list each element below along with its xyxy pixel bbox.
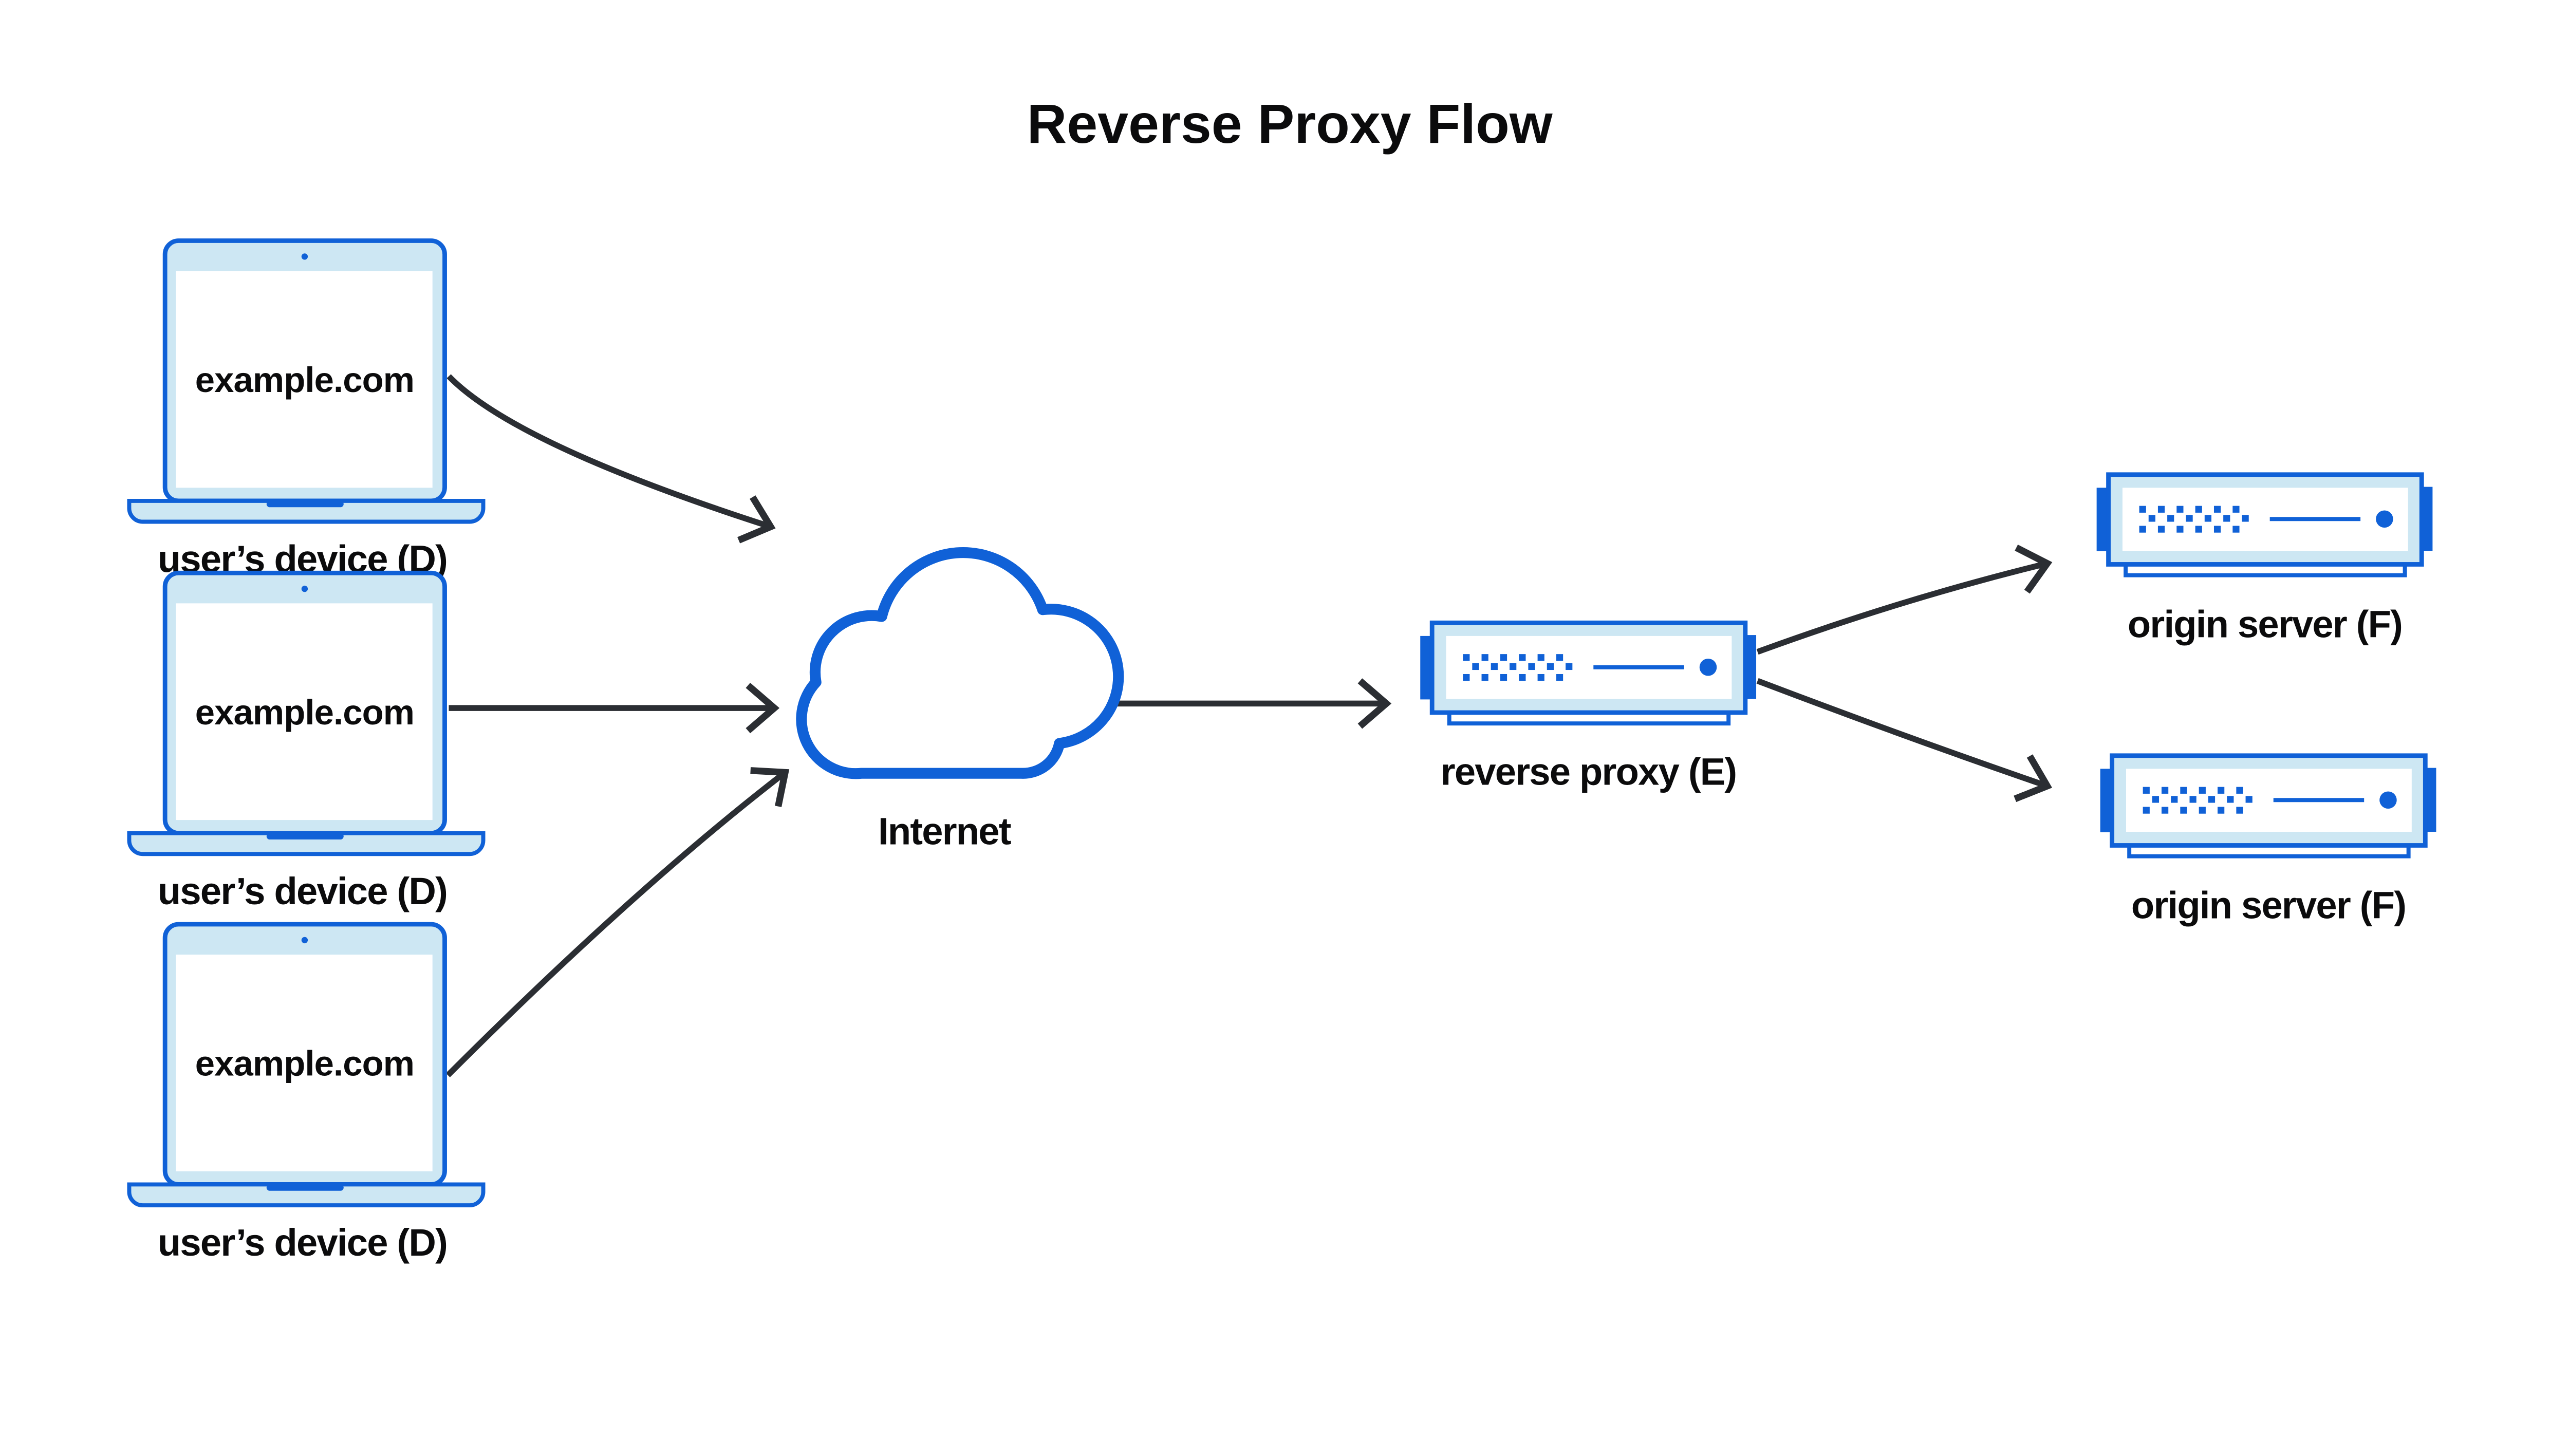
server-icon	[2097, 475, 2433, 575]
device-screen-text: example.com	[195, 360, 414, 400]
reverse-proxy-label: reverse proxy (E)	[1441, 750, 1737, 793]
internet-node: Internet	[796, 547, 1124, 853]
user-device-node-3: example.com user’s device (D)	[129, 924, 483, 1264]
reverse-proxy-node: reverse proxy (E)	[1420, 623, 1756, 793]
arrow-proxy-to-origin1	[1756, 545, 2053, 655]
server-icon	[1420, 623, 1756, 723]
origin-server-node-1: origin server (F)	[2097, 475, 2433, 646]
arrow-device1-to-internet	[446, 374, 776, 544]
arrow-device3-to-internet	[445, 767, 790, 1077]
origin-server-label: origin server (F)	[2131, 884, 2406, 927]
user-device-node-2: example.com user’s device (D)	[129, 573, 483, 912]
server-icon	[2100, 756, 2436, 856]
origin-server-node-2: origin server (F)	[2100, 756, 2436, 927]
cloud-icon	[796, 547, 1124, 779]
reverse-proxy-flow-diagram: Reverse Proxy Flow example.com user’s de…	[127, 92, 2438, 1264]
device-screen-text: example.com	[195, 693, 414, 732]
internet-label: Internet	[878, 810, 1011, 853]
page-title: Reverse Proxy Flow	[1027, 93, 1553, 155]
device-label: user’s device (D)	[158, 870, 447, 912]
edges	[445, 374, 2053, 1077]
user-device-node-1: example.com user’s device (D)	[129, 241, 483, 580]
diagram-canvas: Reverse Proxy Flow example.com user’s de…	[127, 92, 2438, 1264]
arrow-proxy-to-origin2	[1756, 678, 2053, 802]
origin-server-label: origin server (F)	[2128, 603, 2402, 646]
device-screen-text: example.com	[195, 1044, 414, 1084]
device-label: user’s device (D)	[158, 1221, 447, 1264]
